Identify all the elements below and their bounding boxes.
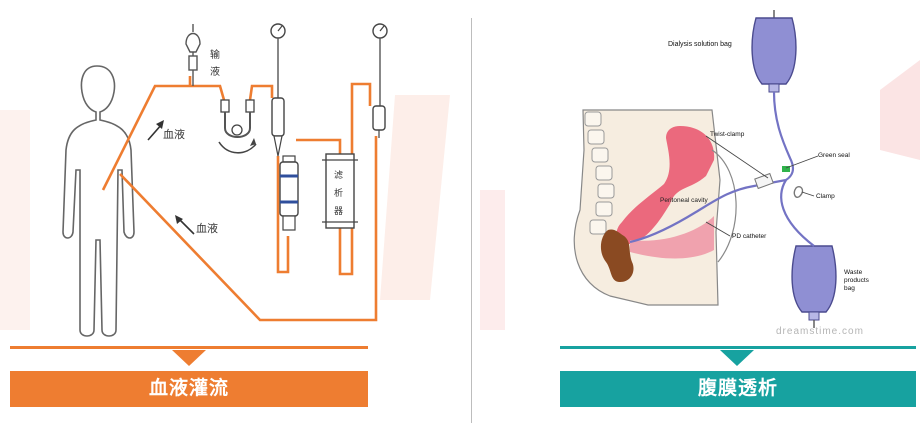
dialyzer-label-char2: 析	[334, 187, 343, 198]
roller-pump	[218, 99, 257, 154]
dialysis-tubing	[629, 91, 815, 247]
label-peritoneal-cavity: Peritoneal cavity	[660, 197, 708, 204]
banner-caret	[720, 350, 754, 366]
spine	[584, 111, 615, 235]
belly-outline	[711, 149, 737, 263]
watermark-text: dreamstime.com	[776, 326, 864, 337]
label-clamp: Clamp	[816, 193, 835, 200]
label-green-seal: Green seal	[818, 152, 850, 159]
clamp	[793, 186, 804, 198]
label-waste-line2: products	[844, 277, 870, 284]
blood-label-lower: 血液	[196, 221, 218, 235]
banner-accent-line	[10, 346, 368, 349]
banner-caret	[172, 350, 206, 366]
watermark-shape	[880, 60, 920, 160]
pressure-gauge-2	[372, 23, 388, 138]
peritoneal-dialysis-title: 腹膜透析	[560, 371, 916, 407]
dialyzer-label-char3: 器	[334, 206, 343, 216]
peritoneal-dialysis-diagram: Dialysis solution bag Twist-clamp Green …	[480, 10, 920, 337]
label-dialysis-solution-bag: Dialysis solution bag	[668, 41, 732, 48]
banner-accent-line	[560, 346, 916, 349]
green-seal	[782, 166, 790, 172]
infusion-bottle	[185, 24, 201, 86]
human-figure	[62, 65, 135, 337]
blood-flow-arrow-lower	[175, 215, 195, 235]
panel-divider	[471, 18, 472, 423]
perfusion-cartridge	[279, 155, 299, 231]
label-waste-line3: bag	[844, 285, 855, 292]
waste-products-bag	[791, 245, 837, 328]
twist-clamp-connector	[754, 172, 774, 190]
peritoneal-dialysis-panel: Dialysis solution bag Twist-clamp Green …	[480, 0, 923, 425]
infusion-label-char1: 输	[210, 48, 220, 61]
blood-flow-arrow-upper	[147, 120, 164, 141]
infusion-label-char2: 液	[210, 65, 220, 78]
pressure-gauge-1	[270, 23, 286, 157]
bowel	[600, 229, 634, 282]
hemoperfusion-diagram: 输 液	[0, 23, 450, 337]
blood-label-upper: 血液	[163, 127, 185, 141]
dialyzer-label-char1: 滤	[334, 169, 343, 180]
watermark-shape	[0, 110, 30, 330]
label-leader-lines	[705, 135, 819, 237]
label-waste-line1: Waste	[844, 269, 863, 276]
peritoneal-cavity	[616, 126, 715, 245]
hemoperfusion-title: 血液灌流	[10, 371, 368, 407]
peritoneal-lower	[630, 216, 714, 259]
dialysis-solution-bag	[751, 10, 797, 93]
label-twist-clamp: Twist-clamp	[710, 131, 745, 138]
watermark-shape	[480, 190, 505, 330]
watermark-shape	[380, 95, 450, 300]
dialyzer	[322, 153, 358, 229]
hemoperfusion-panel: 输 液	[0, 0, 462, 425]
label-pd-catheter: PD catheter	[732, 233, 767, 240]
